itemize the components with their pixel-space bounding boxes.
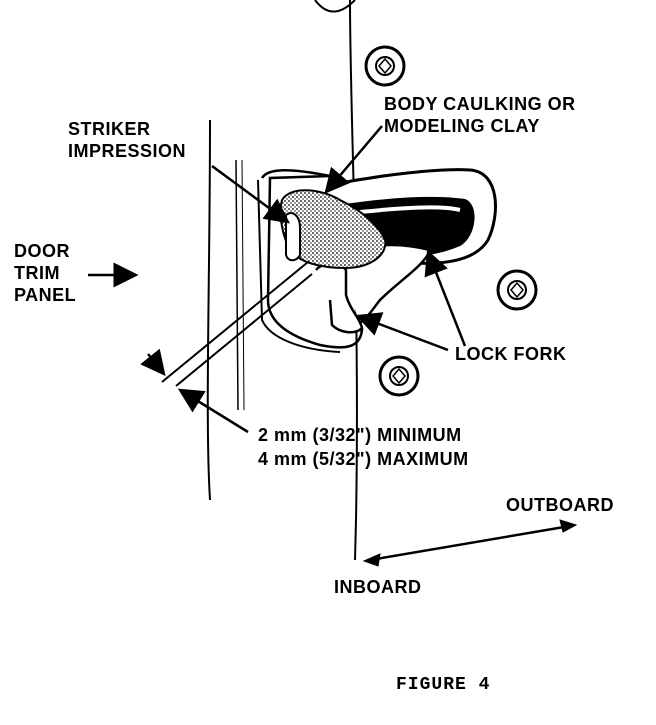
outboard-label: OUTBOARD bbox=[506, 495, 614, 515]
lock-fork-label: LOCK FORK bbox=[455, 344, 567, 364]
body-caulking-line-1: BODY CAULKING OR bbox=[384, 94, 576, 114]
striker-impression-label: STRIKER IMPRESSION bbox=[68, 118, 186, 162]
gap-line-outer bbox=[161, 261, 309, 383]
screw-top bbox=[364, 45, 406, 87]
door-trim-panel-line-3: PANEL bbox=[14, 285, 77, 305]
gap-line-inner bbox=[175, 273, 313, 387]
striker-impression-line-2: IMPRESSION bbox=[68, 141, 187, 161]
inner-edge-line-2 bbox=[241, 159, 245, 411]
door-trim-panel-line-2: TRIM bbox=[14, 263, 60, 283]
striker-loop-highlight bbox=[359, 205, 461, 214]
striker-plate bbox=[260, 168, 364, 349]
outboard-arrowhead bbox=[559, 519, 578, 533]
striker-leader bbox=[211, 164, 291, 224]
door-trim-panel-line-1: DOOR bbox=[14, 241, 70, 261]
striker-plate-outer bbox=[257, 179, 341, 353]
gap-maximum-label: 4 mm (5/32") MAXIMUM bbox=[258, 449, 469, 469]
screw-bottom bbox=[378, 355, 420, 397]
gap-arrow-left bbox=[140, 348, 166, 376]
lock-fork-leader-1 bbox=[424, 249, 467, 347]
figure-caption: FIGURE 4 bbox=[396, 675, 491, 695]
inboard-arrowhead bbox=[362, 553, 381, 567]
gap-minimum-label: 2 mm (3/32") MINIMUM bbox=[258, 425, 462, 445]
trim-panel-edge bbox=[206, 119, 211, 501]
door-trim-panel-label: DOOR TRIM PANEL bbox=[14, 240, 76, 306]
striker-impression-mark bbox=[285, 212, 301, 262]
screw-right bbox=[496, 269, 538, 311]
caulking-leader bbox=[324, 125, 383, 194]
lock-fork-leader-2 bbox=[355, 312, 449, 352]
inner-edge-line bbox=[235, 159, 239, 411]
inboard-label: INBOARD bbox=[334, 577, 422, 597]
body-caulking-line-2: MODELING CLAY bbox=[384, 116, 540, 136]
door-edge-curve bbox=[314, 0, 356, 13]
striker-impression-line-1: STRIKER bbox=[68, 119, 151, 139]
direction-line bbox=[369, 524, 571, 562]
body-caulking-label: BODY CAULKING OR MODELING CLAY bbox=[384, 93, 576, 137]
gap-arrow-right bbox=[177, 388, 249, 434]
